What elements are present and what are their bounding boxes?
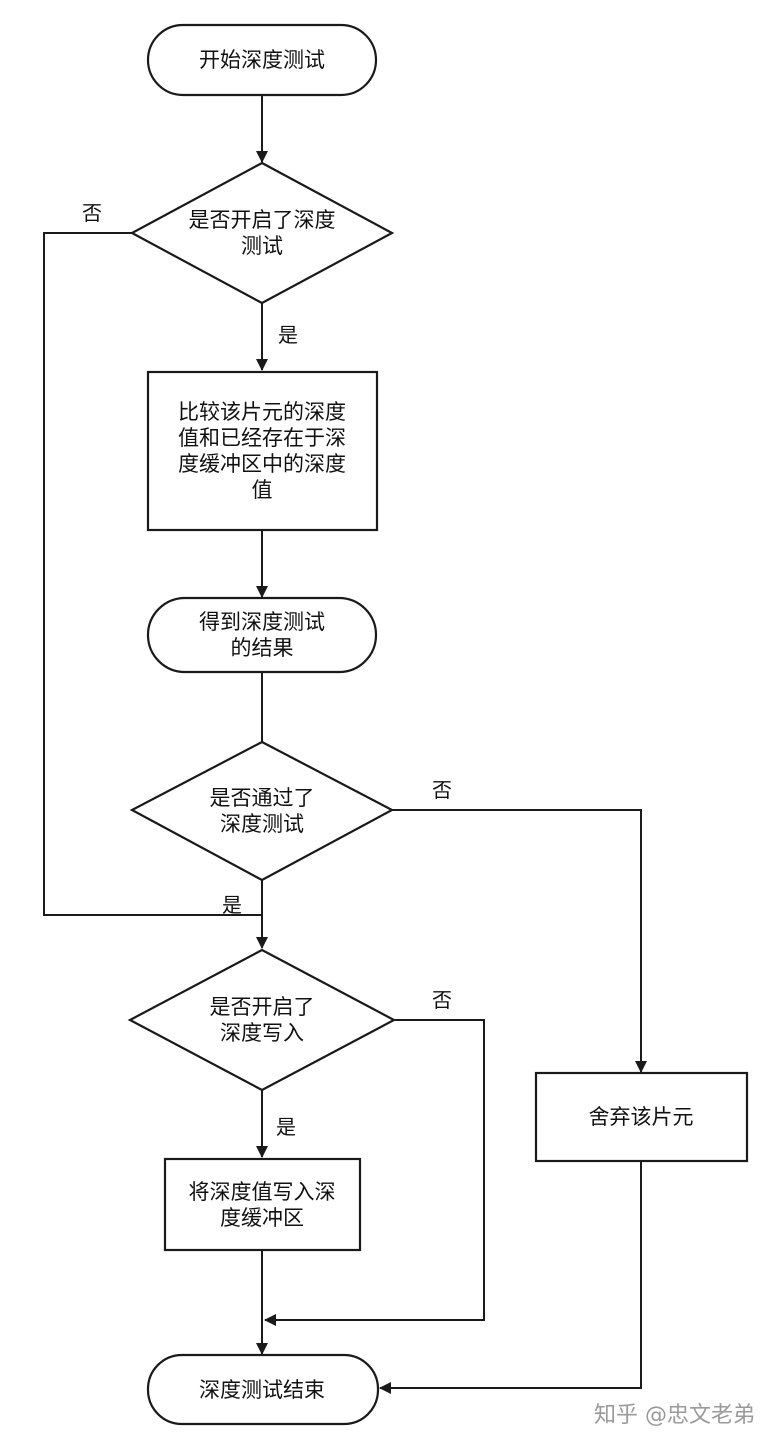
node-start-label: 开始深度测试: [199, 48, 325, 72]
compare-label-line: 值和已经存在于深: [178, 426, 346, 450]
edge-write-enabled-no: [264, 1019, 485, 1326]
result-label-line: 得到深度测试: [199, 610, 325, 634]
edge-label-passed-no: 否: [432, 778, 452, 802]
node-end-label: 深度测试结束: [199, 1378, 325, 1402]
write-label-line: 度缓冲区: [220, 1206, 304, 1230]
compare-label-line: 比较该片元的深度: [178, 400, 346, 424]
passed-label-line: 是否通过了: [210, 786, 315, 810]
node-end-terminal: 深度测试结束: [146, 1353, 380, 1426]
edge-label-test-enabled-no: 否: [82, 201, 102, 225]
end-label-line: 深度测试结束: [199, 1378, 325, 1402]
node-test-enabled-decision: 是否开启了深度测试: [129, 161, 395, 305]
node-result-terminal: 得到深度测试的结果: [146, 596, 378, 674]
passed-label-line: 深度测试: [220, 812, 304, 836]
edge-passed-no: [392, 809, 647, 1073]
edge-test-enabled-no: [43, 232, 262, 916]
edge-label-write-enabled-no: 否: [432, 988, 452, 1012]
compare-label-line: 度缓冲区中的深度: [178, 452, 346, 476]
node-write-enabled-decision: 是否开启了深度写入: [127, 948, 397, 1092]
watermark-text: 知乎 @忠文老弟: [594, 1403, 755, 1428]
node-discard-label: 舍弃该片元: [589, 1105, 694, 1129]
node-write-label: 将深度值写入深度缓冲区: [189, 1180, 336, 1230]
node-compare-process: 比较该片元的深度值和已经存在于深度缓冲区中的深度值: [146, 370, 379, 532]
write-enabled-label-line: 是否开启了: [210, 995, 315, 1019]
test-enabled-label-line: 测试: [241, 234, 283, 258]
write-label-line: 将深度值写入深: [189, 1180, 336, 1204]
node-result-label: 得到深度测试的结果: [199, 610, 325, 660]
node-write-enabled-label: 是否开启了深度写入: [210, 995, 315, 1045]
node-write-process: 将深度值写入深度缓冲区: [163, 1157, 362, 1252]
node-start: 开始深度测试: [146, 23, 378, 97]
node-compare-label: 比较该片元的深度值和已经存在于深度缓冲区中的深度值: [178, 400, 346, 502]
edge-label-passed-yes: 是: [222, 893, 242, 917]
edge-label-write-enabled-yes: 是: [276, 1115, 296, 1139]
result-label-line: 的结果: [231, 636, 294, 660]
node-discard-process: 舍弃该片元: [534, 1071, 749, 1163]
edge-label-test-enabled-yes: 是: [278, 323, 298, 347]
compare-label-line: 值: [252, 478, 273, 502]
discard-label-line: 舍弃该片元: [589, 1105, 694, 1129]
edge-discard-to-end: [379, 1161, 642, 1394]
node-passed-label: 是否通过了深度测试: [210, 786, 315, 836]
node-passed-decision: 是否通过了深度测试: [129, 740, 395, 882]
node-test-enabled-label: 是否开启了深度测试: [189, 208, 336, 258]
start-label-line: 开始深度测试: [199, 48, 325, 72]
test-enabled-label-line: 是否开启了深度: [189, 208, 336, 232]
write-enabled-label-line: 深度写入: [220, 1021, 304, 1045]
